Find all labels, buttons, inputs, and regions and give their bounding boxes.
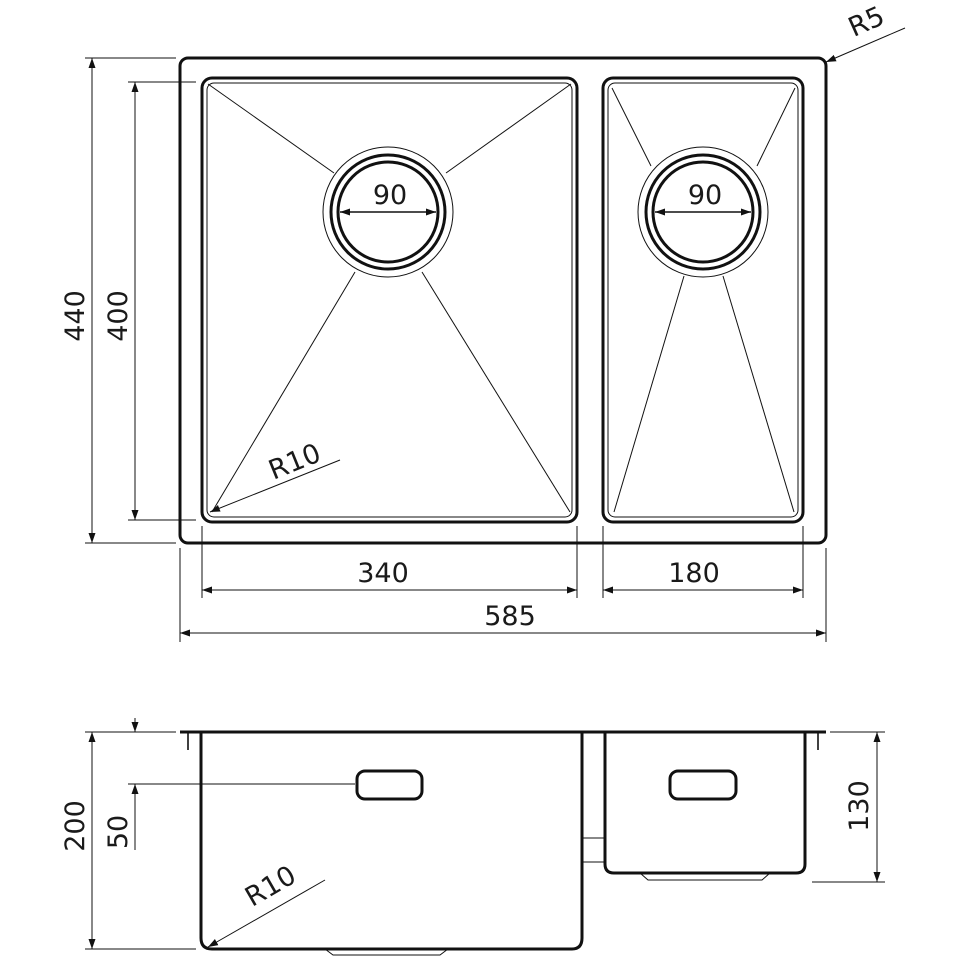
- right-drain: [637, 146, 769, 278]
- overall-depth-dim: 440: [60, 290, 91, 342]
- left-drain-dim: 90: [373, 180, 407, 211]
- slope-lines: [207, 83, 796, 513]
- right-bowl-profile: [603, 732, 807, 875]
- side-view: 200 50 130 R10: [60, 718, 885, 956]
- side-radius-dim: R10: [240, 860, 302, 913]
- bowl-radius-dim: R10: [264, 438, 325, 487]
- right-overflow-slot: [668, 769, 738, 801]
- right-depth-dim: 130: [844, 780, 875, 832]
- overflow-height-dim: 50: [103, 815, 134, 849]
- left-bowl-width-dim: 340: [357, 558, 409, 589]
- left-bowl-profile: [199, 732, 584, 951]
- left-overflow-slot: [355, 769, 424, 801]
- outer-rim: [178, 56, 828, 545]
- left-drain: [322, 146, 454, 278]
- left-depth-dim: 200: [60, 800, 91, 852]
- right-drain-dim: 90: [688, 180, 722, 211]
- left-bowl: [200, 76, 579, 524]
- bowl-depth-dim: 400: [103, 290, 134, 342]
- top-view: 90 90 440 400 340 180 585 R5: [60, 1, 906, 642]
- overall-width-dim: 585: [484, 601, 536, 632]
- right-bowl: [601, 76, 805, 524]
- right-bowl-width-dim: 180: [668, 558, 720, 589]
